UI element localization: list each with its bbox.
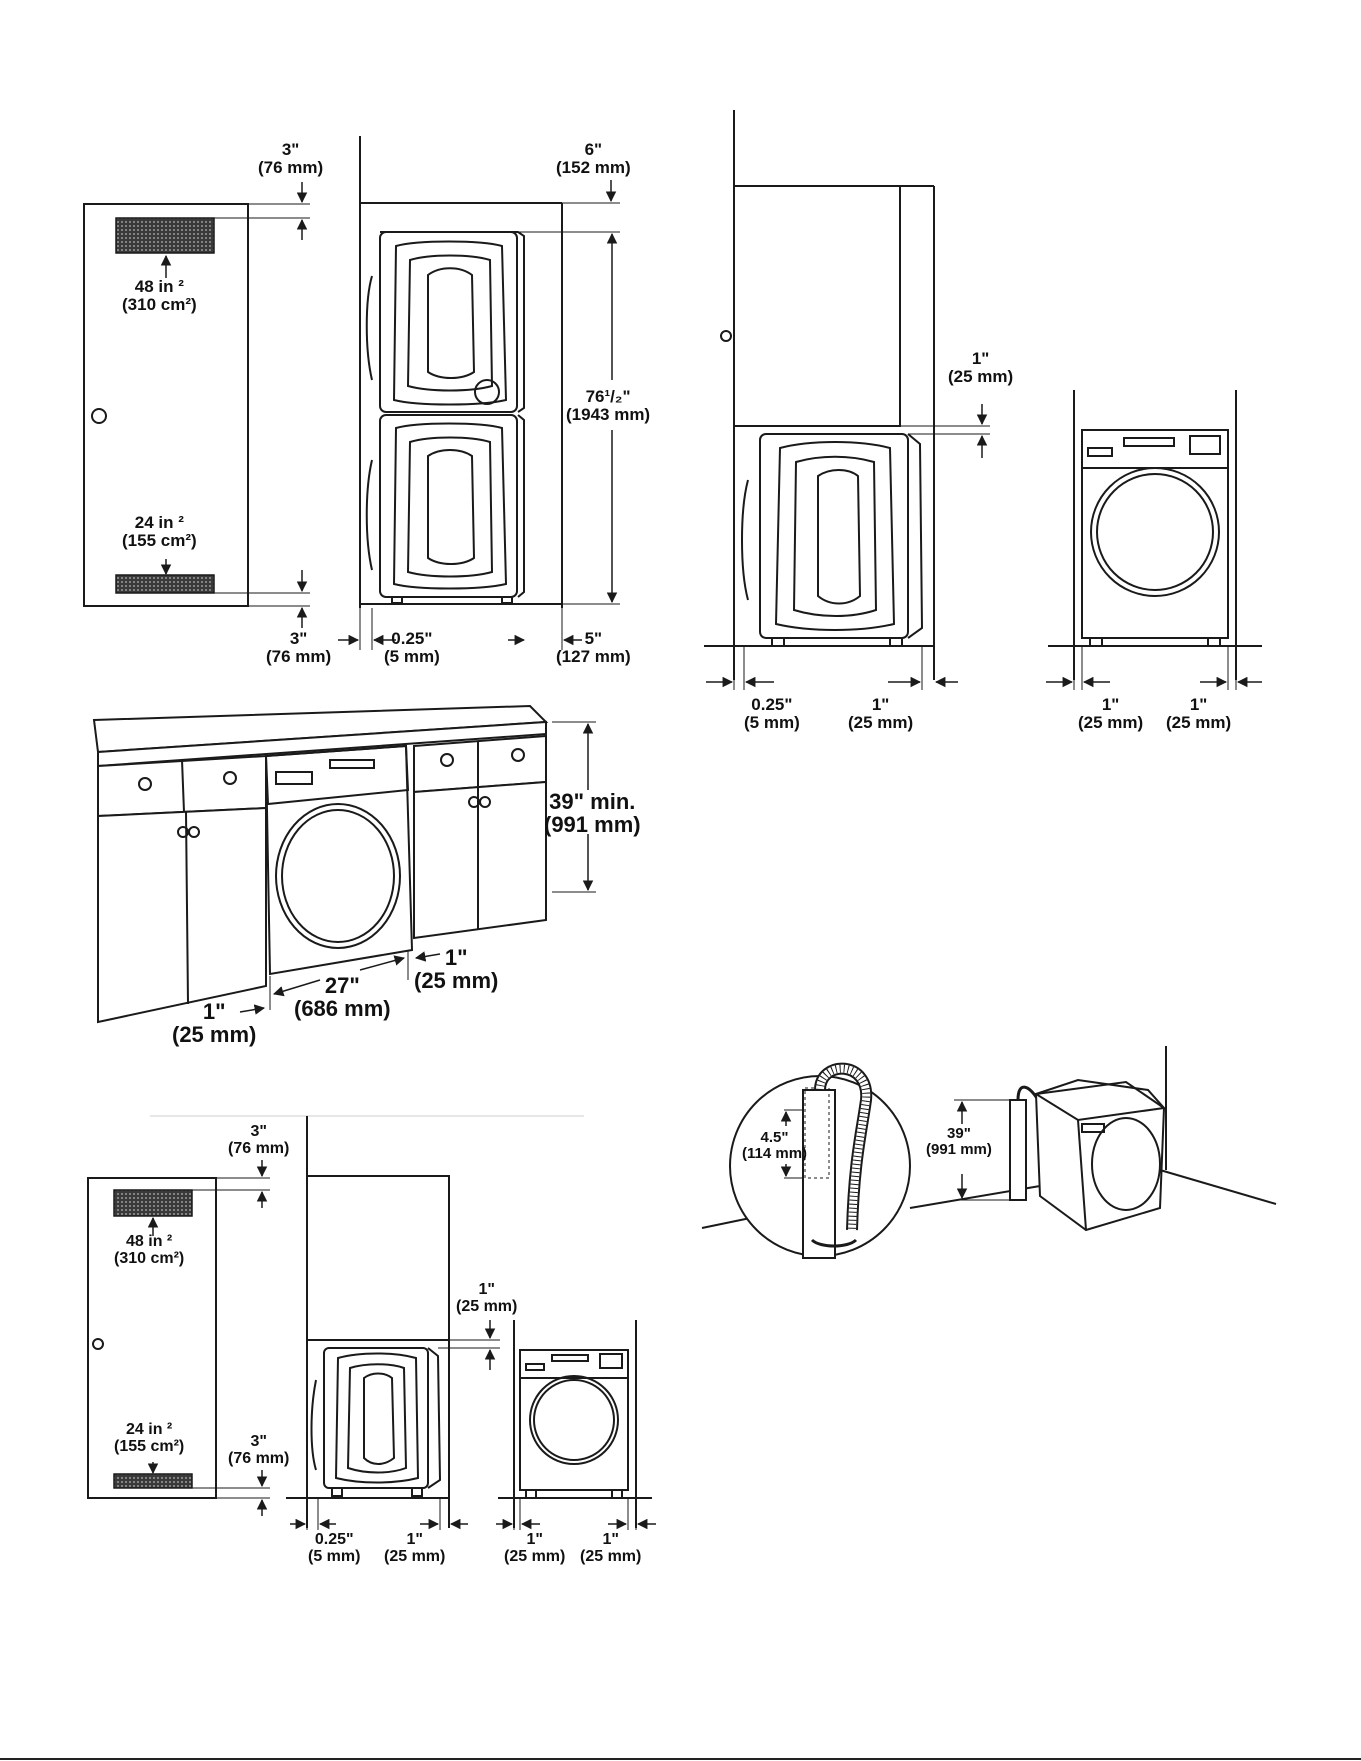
page-bottom-rule <box>0 1758 1361 1760</box>
closet-door-stacked <box>83 136 620 650</box>
d3-left-gap: 1"(25 mm) <box>172 999 257 1048</box>
d1-top-vent-clearance: 3"(76 mm) <box>258 140 324 177</box>
d4-front-right: 1"(25 mm) <box>580 1531 642 1565</box>
d4-bottom-vent-clearance: 3"(76 mm) <box>228 1433 290 1467</box>
d1-top-vent-area: 48 in ²(310 cm²) <box>122 277 197 314</box>
closet-door-single <box>87 1115 656 1530</box>
d1-top-clearance: 6"(152 mm) <box>556 140 631 177</box>
d4-side-right: 1"(25 mm) <box>384 1531 446 1565</box>
drain-standpipe-diagram <box>701 1046 1277 1259</box>
d5-standpipe-height: 39"(991 mm) <box>926 1125 992 1158</box>
d4-top-clearance: 1"(25 mm) <box>456 1281 518 1315</box>
d2-front-right: 1"(25 mm) <box>1166 695 1232 732</box>
d4-top-vent-area: 48 in ²(310 cm²) <box>114 1233 185 1267</box>
d1-bottom-vent-area: 24 in ²(155 cm²) <box>122 513 197 550</box>
d1-side-clearance: 0.25"(5 mm) <box>384 629 440 666</box>
d2-top-clearance: 1"(25 mm) <box>948 349 1014 386</box>
d2-side-left: 0.25"(5 mm) <box>744 695 800 732</box>
d4-front-left: 1"(25 mm) <box>504 1531 566 1565</box>
d1-stack-height: 76¹/₂"(1943 mm) <box>566 387 651 424</box>
d4-bottom-vent-area: 24 in ²(155 cm²) <box>114 1421 185 1455</box>
d2-side-right: 1"(25 mm) <box>848 695 914 732</box>
alcove-cabinet-diagram <box>704 110 1262 690</box>
d1-bottom-vent-clearance: 3"(76 mm) <box>266 629 332 666</box>
d3-width: 27"(686 mm) <box>294 973 391 1022</box>
top-vent <box>115 217 215 254</box>
bottom-vent <box>115 574 215 594</box>
undercounter-diagram <box>92 704 596 1024</box>
d3-height-min: 39" min.(991 mm) <box>544 789 641 838</box>
d4-top-vent-clearance: 3"(76 mm) <box>228 1123 290 1157</box>
d5-hose-insertion: 4.5"(114 mm) <box>742 1129 808 1162</box>
d1-rear-clearance: 5"(127 mm) <box>556 629 631 666</box>
d3-right-gap: 1"(25 mm) <box>414 945 499 994</box>
d2-front-left: 1"(25 mm) <box>1078 695 1144 732</box>
d4-side-left: 0.25"(5 mm) <box>308 1531 361 1565</box>
